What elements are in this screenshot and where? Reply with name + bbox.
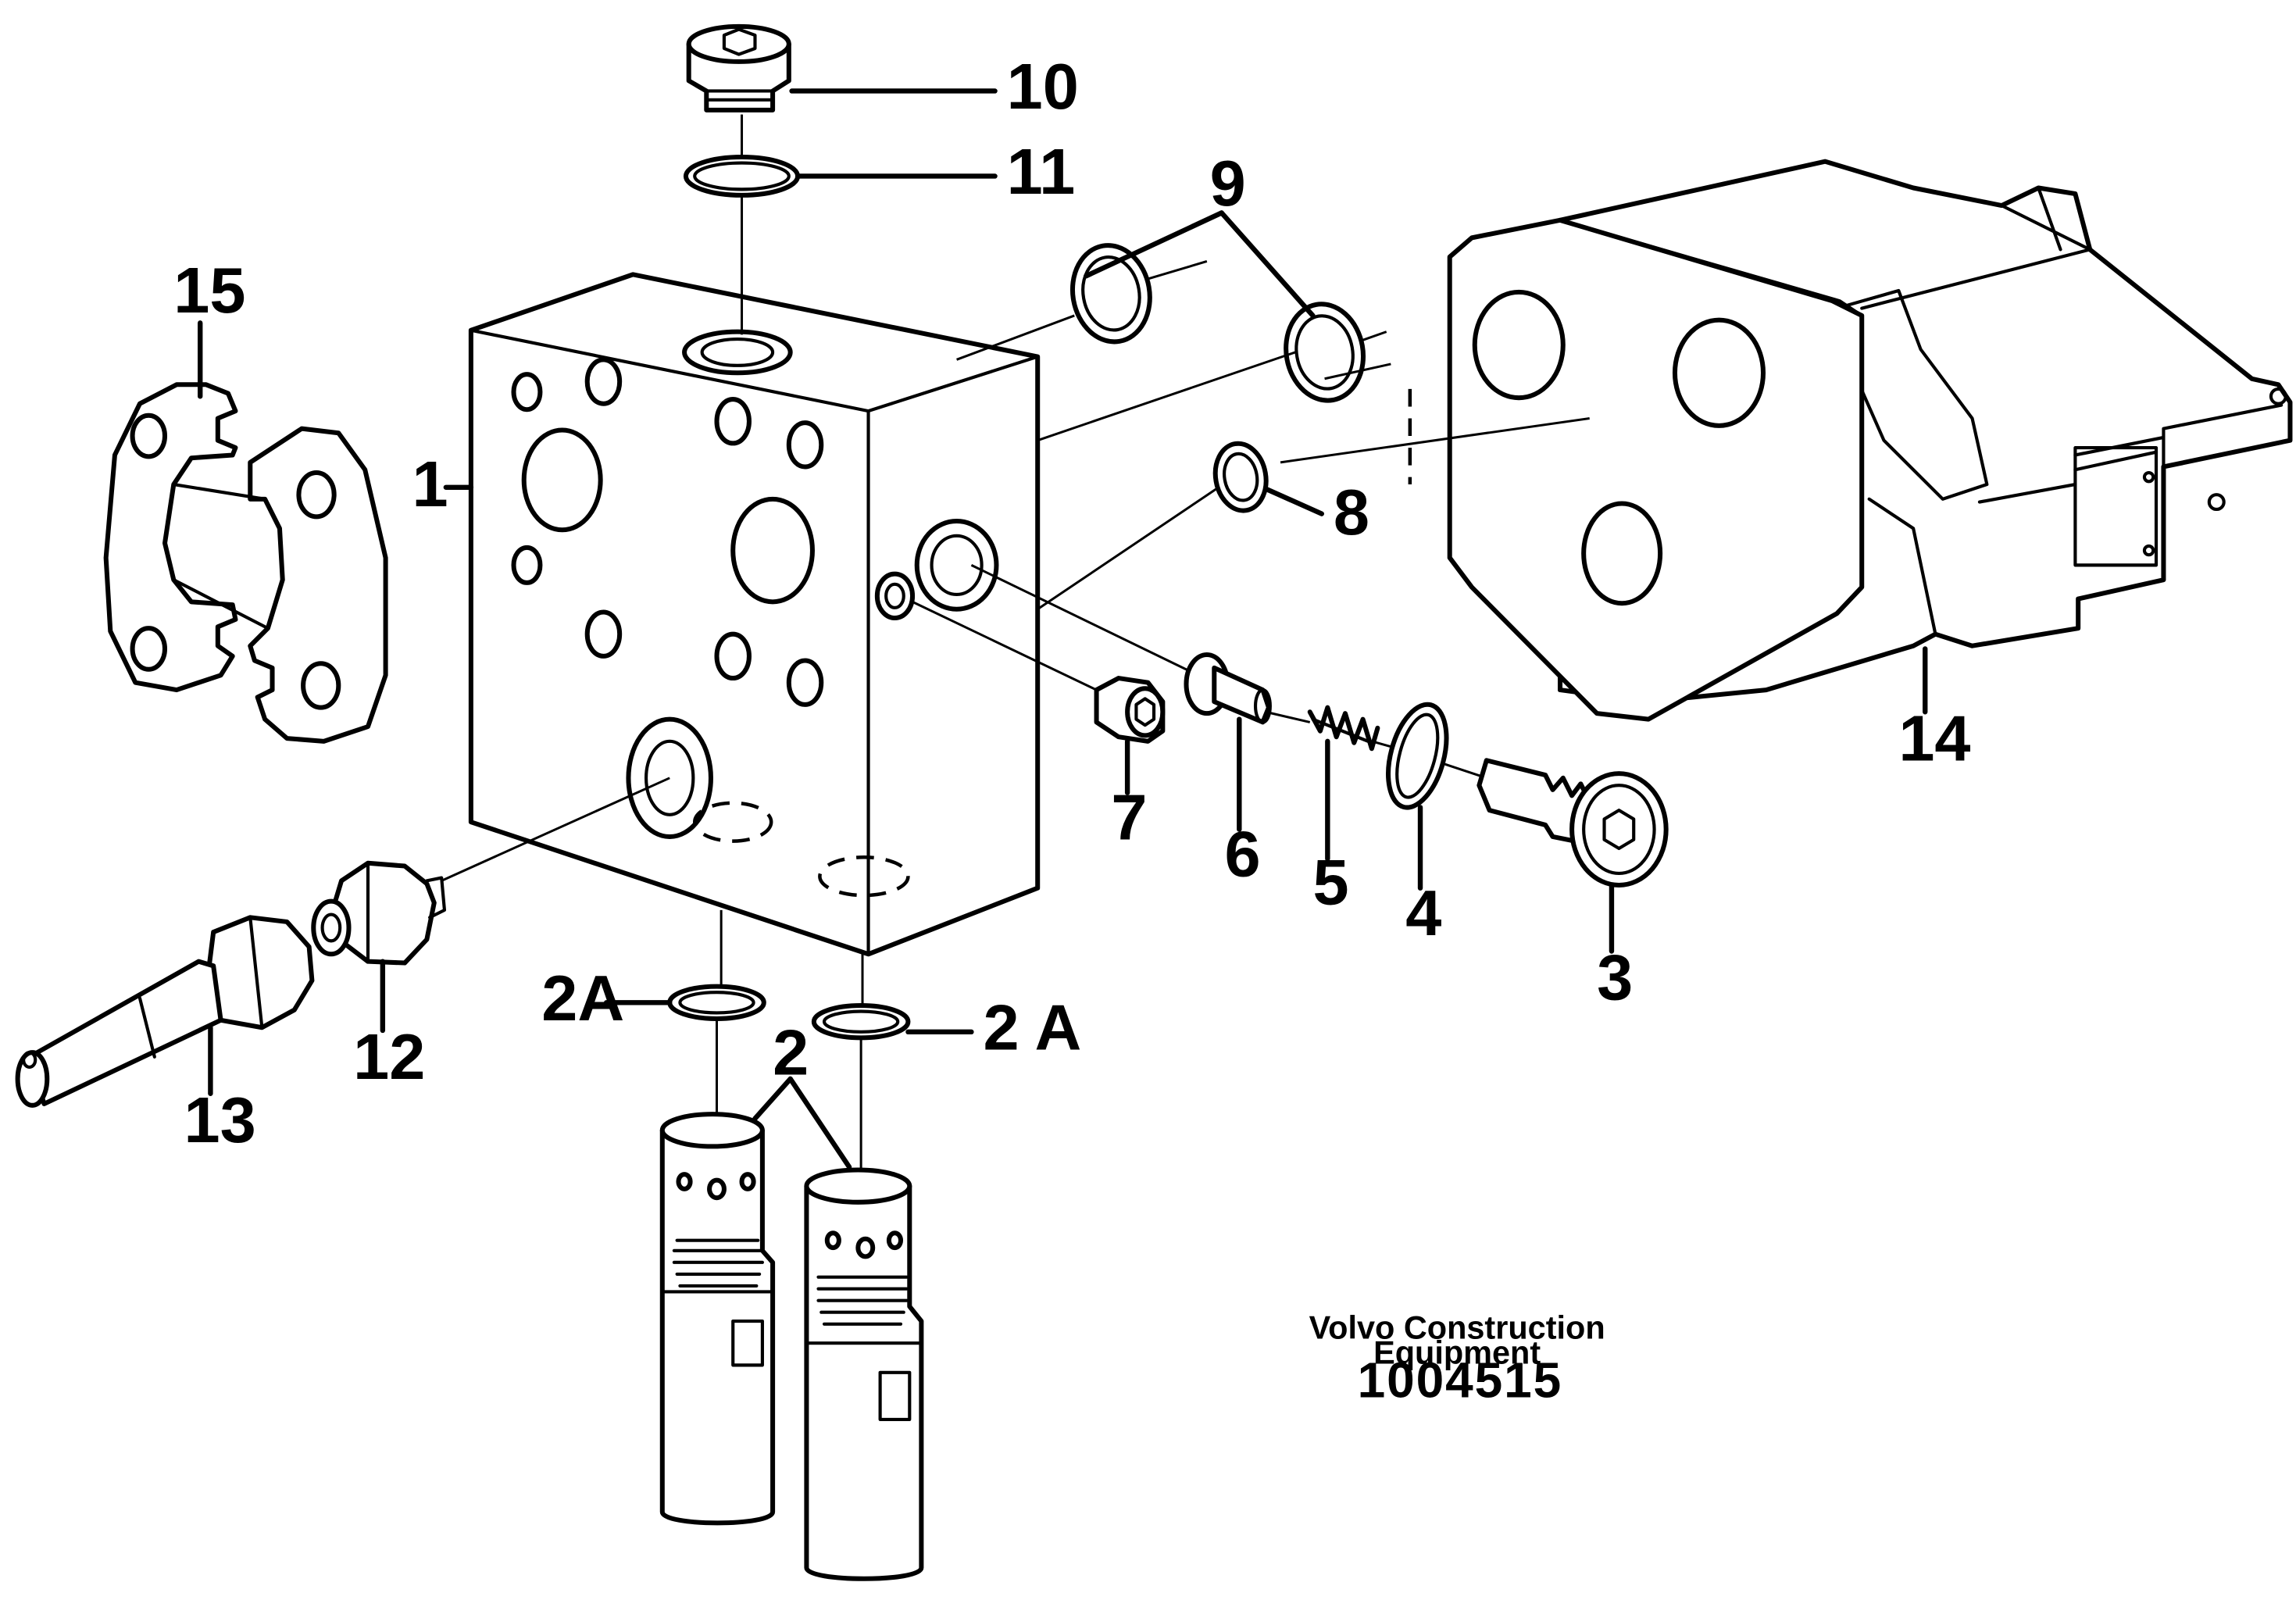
callout-9: 9: [1210, 147, 1246, 220]
callout-5: 5: [1313, 846, 1349, 919]
credit-line-1: Volvo Construction: [1309, 1310, 1605, 1346]
part-12-nipple: [311, 860, 447, 966]
part-4-o-ring: [1386, 702, 1449, 810]
part-13-hose: [15, 915, 315, 1108]
callout-8: 8: [1334, 476, 1369, 548]
callout-2a-right: 2 A: [983, 991, 1081, 1064]
callout-2a-left: 2A: [541, 962, 624, 1034]
callout-4: 4: [1405, 877, 1441, 949]
callout-1: 1: [412, 448, 448, 520]
leader-lines: [198, 88, 1928, 1170]
part-5-spring: [1307, 705, 1380, 752]
callout-2: 2: [773, 1016, 809, 1088]
callout-3: 3: [1597, 941, 1633, 1014]
callout-10: 10: [1007, 50, 1079, 123]
part-14-mounting-plate: [1408, 217, 1865, 722]
credit-block: Volvo Construction Equipment 1004515: [1309, 1310, 1605, 1409]
callout-13: 13: [184, 1084, 255, 1156]
part-8-o-ring: [1212, 441, 1269, 513]
callout-14: 14: [1898, 702, 1970, 774]
callout-6: 6: [1224, 818, 1260, 891]
callout-15: 15: [173, 254, 245, 327]
callout-labels: 10 11 9 15 1 8 14 7 6 5 4 3 12 13 2A 2 A…: [173, 50, 1970, 1156]
part-11-o-ring: [683, 155, 801, 198]
part-6-poppet: [1184, 652, 1272, 725]
callout-7: 7: [1111, 781, 1147, 854]
part-15-split-flange: [103, 382, 388, 744]
part-7-plug: [1094, 676, 1166, 744]
part-3-adjusting-plug: [1477, 758, 1669, 888]
part-10-plug: [686, 23, 791, 112]
callout-11: 11: [1007, 135, 1076, 208]
part-2a-o-rings: [667, 984, 911, 1041]
credit-line-2: Equipment: [1373, 1335, 1541, 1371]
part-9-o-rings: [1069, 243, 1366, 403]
part-1-valve-block: [468, 272, 1041, 957]
part-2-cartridge-valves: [659, 1112, 924, 1581]
document-number: 1004515: [1358, 1352, 1563, 1409]
callout-12: 12: [353, 1020, 425, 1093]
